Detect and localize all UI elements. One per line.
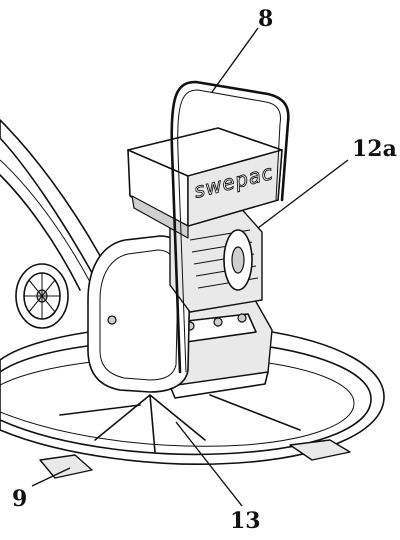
leader-12a xyxy=(257,159,349,229)
leader-13 xyxy=(175,421,243,507)
leader-9 xyxy=(31,467,71,487)
handle-bar xyxy=(0,119,109,291)
callout-leaders xyxy=(31,27,349,507)
skid-shoe-right xyxy=(289,439,351,461)
callout-9: 9 xyxy=(12,486,27,512)
belt-guard xyxy=(87,235,191,393)
callout-12a: 12a xyxy=(352,136,397,162)
transport-wheel xyxy=(15,263,69,329)
top-cover: swepac xyxy=(127,127,283,239)
callout-13: 13 xyxy=(230,508,261,534)
operator-handle-frame xyxy=(170,80,290,374)
leader-8 xyxy=(211,27,259,93)
skid-shoe-left xyxy=(39,454,93,479)
callout-8: 8 xyxy=(258,6,273,32)
